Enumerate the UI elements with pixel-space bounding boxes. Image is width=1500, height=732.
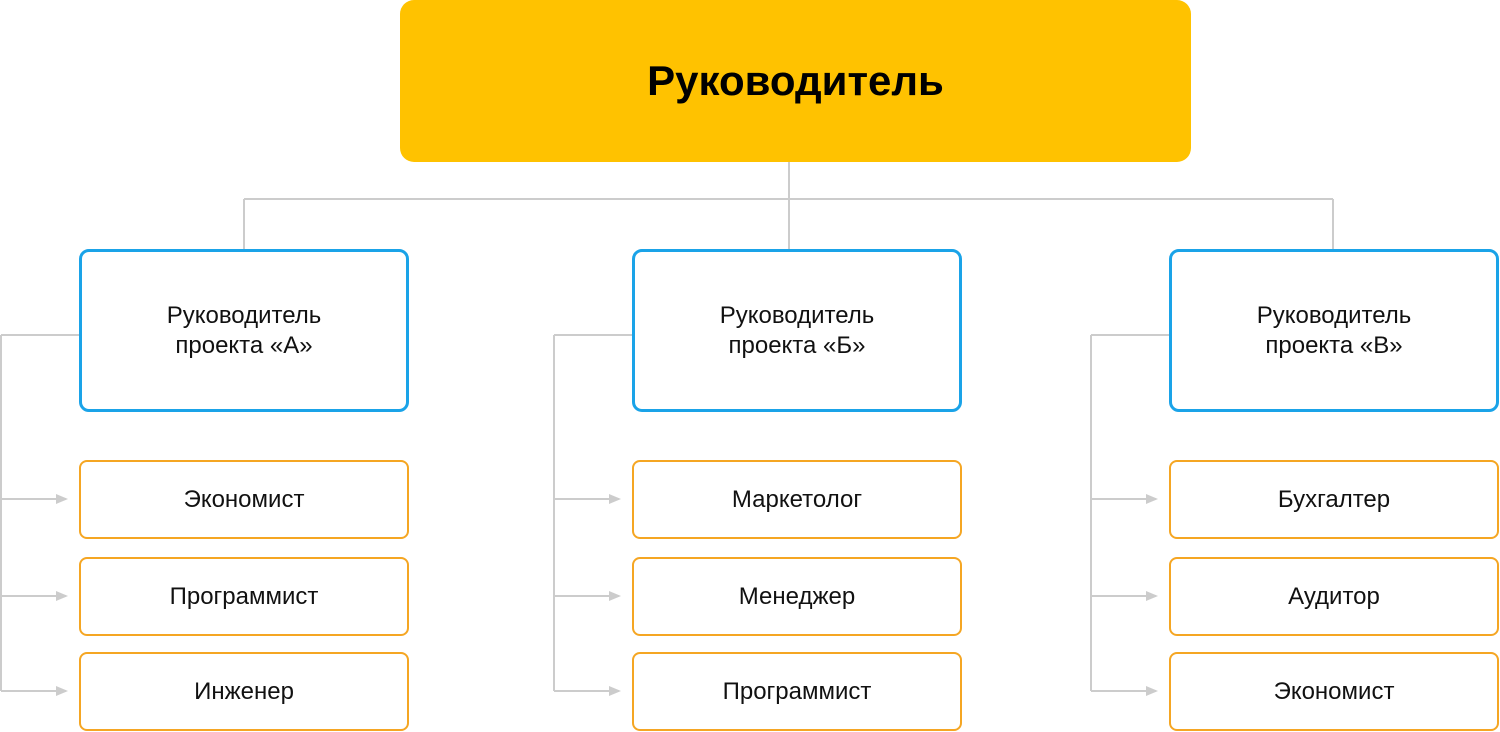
role-label: Бухгалтер [1277, 485, 1391, 513]
role-node-b-3: Программист [632, 652, 962, 731]
role-node-a-2: Программист [79, 557, 409, 636]
root-label: Руководитель [647, 57, 944, 104]
role-label: Инженер [194, 677, 294, 705]
role-label: Экономист [1273, 677, 1395, 705]
role-label: Экономист [183, 485, 305, 513]
root-node: Руководитель [400, 0, 1191, 162]
manager-node-a: Руководитель проекта «А» [79, 249, 409, 412]
role-node-a-3: Инженер [79, 652, 409, 731]
role-label: Менеджер [738, 582, 856, 610]
role-node-c-2: Аудитор [1169, 557, 1499, 636]
role-node-b-1: Маркетолог [632, 460, 962, 539]
role-node-c-3: Экономист [1169, 652, 1499, 731]
role-node-b-2: Менеджер [632, 557, 962, 636]
manager-label-c: Руководитель проекта «В» [1256, 301, 1412, 359]
role-label: Программист [169, 582, 319, 610]
manager-node-c: Руководитель проекта «В» [1169, 249, 1499, 412]
role-label: Аудитор [1288, 582, 1380, 610]
manager-node-b: Руководитель проекта «Б» [632, 249, 962, 412]
role-node-a-1: Экономист [79, 460, 409, 539]
role-label: Маркетолог [731, 485, 863, 513]
manager-label-b: Руководитель проекта «Б» [719, 301, 875, 359]
manager-label-a: Руководитель проекта «А» [166, 301, 322, 359]
role-label: Программист [722, 677, 872, 705]
role-node-c-1: Бухгалтер [1169, 460, 1499, 539]
